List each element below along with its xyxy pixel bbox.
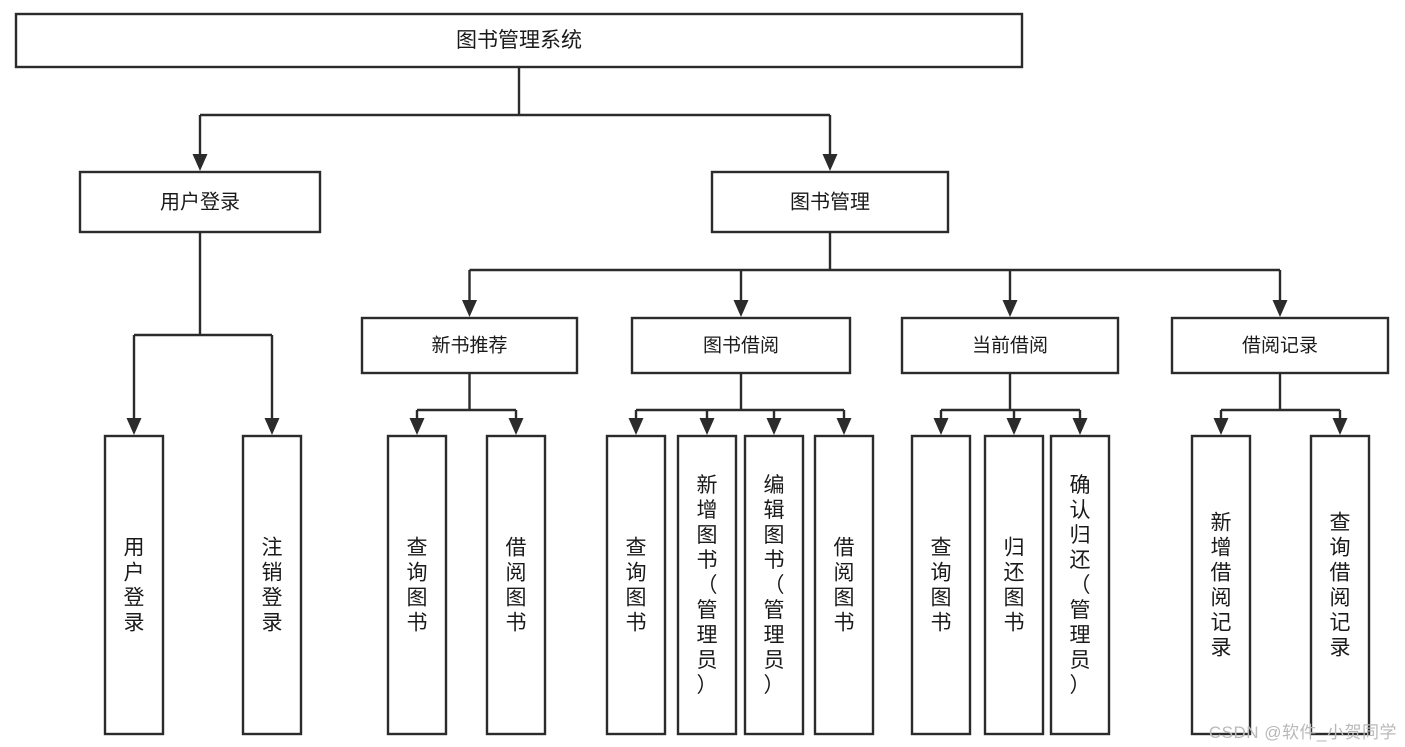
node-label-leaf-add-book: 新增图书（管理员） <box>697 474 718 697</box>
node-box-root <box>14 12 1024 69</box>
node-label-leaf-query-record: 查询借阅记录 <box>1330 512 1351 660</box>
node-box-leaf-return-book <box>983 434 1045 736</box>
connector-layer <box>126 67 1348 435</box>
node-box-leaf-edit-book <box>743 434 805 736</box>
node-box-book-management <box>710 170 950 234</box>
node-label-leaf-user-login: 用户登录 <box>124 537 145 635</box>
node-label-leaf-confirm-return: 确认归还（管理员） <box>1070 474 1091 697</box>
node-label-leaf-borrow-book-1: 借阅图书 <box>506 537 527 635</box>
node-box-leaf-query-record <box>1309 434 1371 736</box>
node-label-borrow-record: 借阅记录 <box>1242 335 1318 357</box>
node-label-leaf-edit-book: 编辑图书（管理员） <box>764 474 785 697</box>
node-book-borrow[interactable]: 图书借阅 <box>630 316 852 375</box>
node-label-leaf-user-logout: 注销登录 <box>262 537 283 635</box>
node-label-current-borrow: 当前借阅 <box>972 335 1048 357</box>
node-box-leaf-confirm-return <box>1049 434 1111 736</box>
node-new-book-recommend[interactable]: 新书推荐 <box>360 316 579 375</box>
node-box-current-borrow <box>900 316 1120 375</box>
node-user-login[interactable]: 用户登录 <box>78 170 322 234</box>
node-leaf-query-book-3[interactable]: 查询图书 <box>910 434 972 736</box>
node-label-leaf-add-record: 新增借阅记录 <box>1211 512 1232 660</box>
node-borrow-record[interactable]: 借阅记录 <box>1170 316 1390 375</box>
node-root[interactable]: 图书管理系统 <box>14 12 1024 69</box>
node-leaf-return-book[interactable]: 归还图书 <box>983 434 1045 736</box>
node-label-leaf-query-book-1: 查询图书 <box>407 537 428 635</box>
node-box-leaf-user-login <box>103 434 165 736</box>
node-leaf-borrow-book-2[interactable]: 借阅图书 <box>813 434 875 736</box>
node-label-new-book-recommend: 新书推荐 <box>431 335 507 357</box>
node-leaf-user-logout[interactable]: 注销登录 <box>241 434 303 736</box>
node-box-leaf-borrow-book-1 <box>485 434 547 736</box>
node-label-leaf-borrow-book-2: 借阅图书 <box>834 537 855 635</box>
node-label-root: 图书管理系统 <box>456 29 582 52</box>
node-leaf-add-book[interactable]: 新增图书（管理员） <box>676 434 738 736</box>
node-box-book-borrow <box>630 316 852 375</box>
node-label-book-borrow: 图书借阅 <box>703 335 779 357</box>
node-box-user-login <box>78 170 322 234</box>
node-box-leaf-add-book <box>676 434 738 736</box>
csdn-watermark: CSDN @软件_小贺同学 <box>1208 723 1397 742</box>
node-leaf-query-book-1[interactable]: 查询图书 <box>386 434 448 736</box>
node-leaf-add-record[interactable]: 新增借阅记录 <box>1190 434 1252 736</box>
node-leaf-edit-book[interactable]: 编辑图书（管理员） <box>743 434 805 736</box>
node-label-leaf-query-book-2: 查询图书 <box>626 537 647 635</box>
node-label-leaf-query-book-3: 查询图书 <box>931 537 952 635</box>
node-leaf-query-record[interactable]: 查询借阅记录 <box>1309 434 1371 736</box>
node-leaf-user-login[interactable]: 用户登录 <box>103 434 165 736</box>
node-label-book-management: 图书管理 <box>790 190 870 213</box>
node-box-borrow-record <box>1170 316 1390 375</box>
node-box-leaf-query-book-1 <box>386 434 448 736</box>
node-box-leaf-user-logout <box>241 434 303 736</box>
node-label-leaf-return-book: 归还图书 <box>1004 537 1025 635</box>
node-leaf-query-book-2[interactable]: 查询图书 <box>605 434 667 736</box>
node-leaf-confirm-return[interactable]: 确认归还（管理员） <box>1049 434 1111 736</box>
node-box-leaf-query-book-3 <box>910 434 972 736</box>
node-book-management[interactable]: 图书管理 <box>710 170 950 234</box>
node-leaf-borrow-book-1[interactable]: 借阅图书 <box>485 434 547 736</box>
node-box-leaf-add-record <box>1190 434 1252 736</box>
node-box-leaf-query-book-2 <box>605 434 667 736</box>
node-current-borrow[interactable]: 当前借阅 <box>900 316 1120 375</box>
node-box-new-book-recommend <box>360 316 579 375</box>
node-box-leaf-borrow-book-2 <box>813 434 875 736</box>
node-label-user-login: 用户登录 <box>160 190 240 213</box>
node-layer: 图书管理系统用户登录图书管理新书推荐图书借阅当前借阅借阅记录用户登录注销登录查询… <box>14 12 1390 736</box>
